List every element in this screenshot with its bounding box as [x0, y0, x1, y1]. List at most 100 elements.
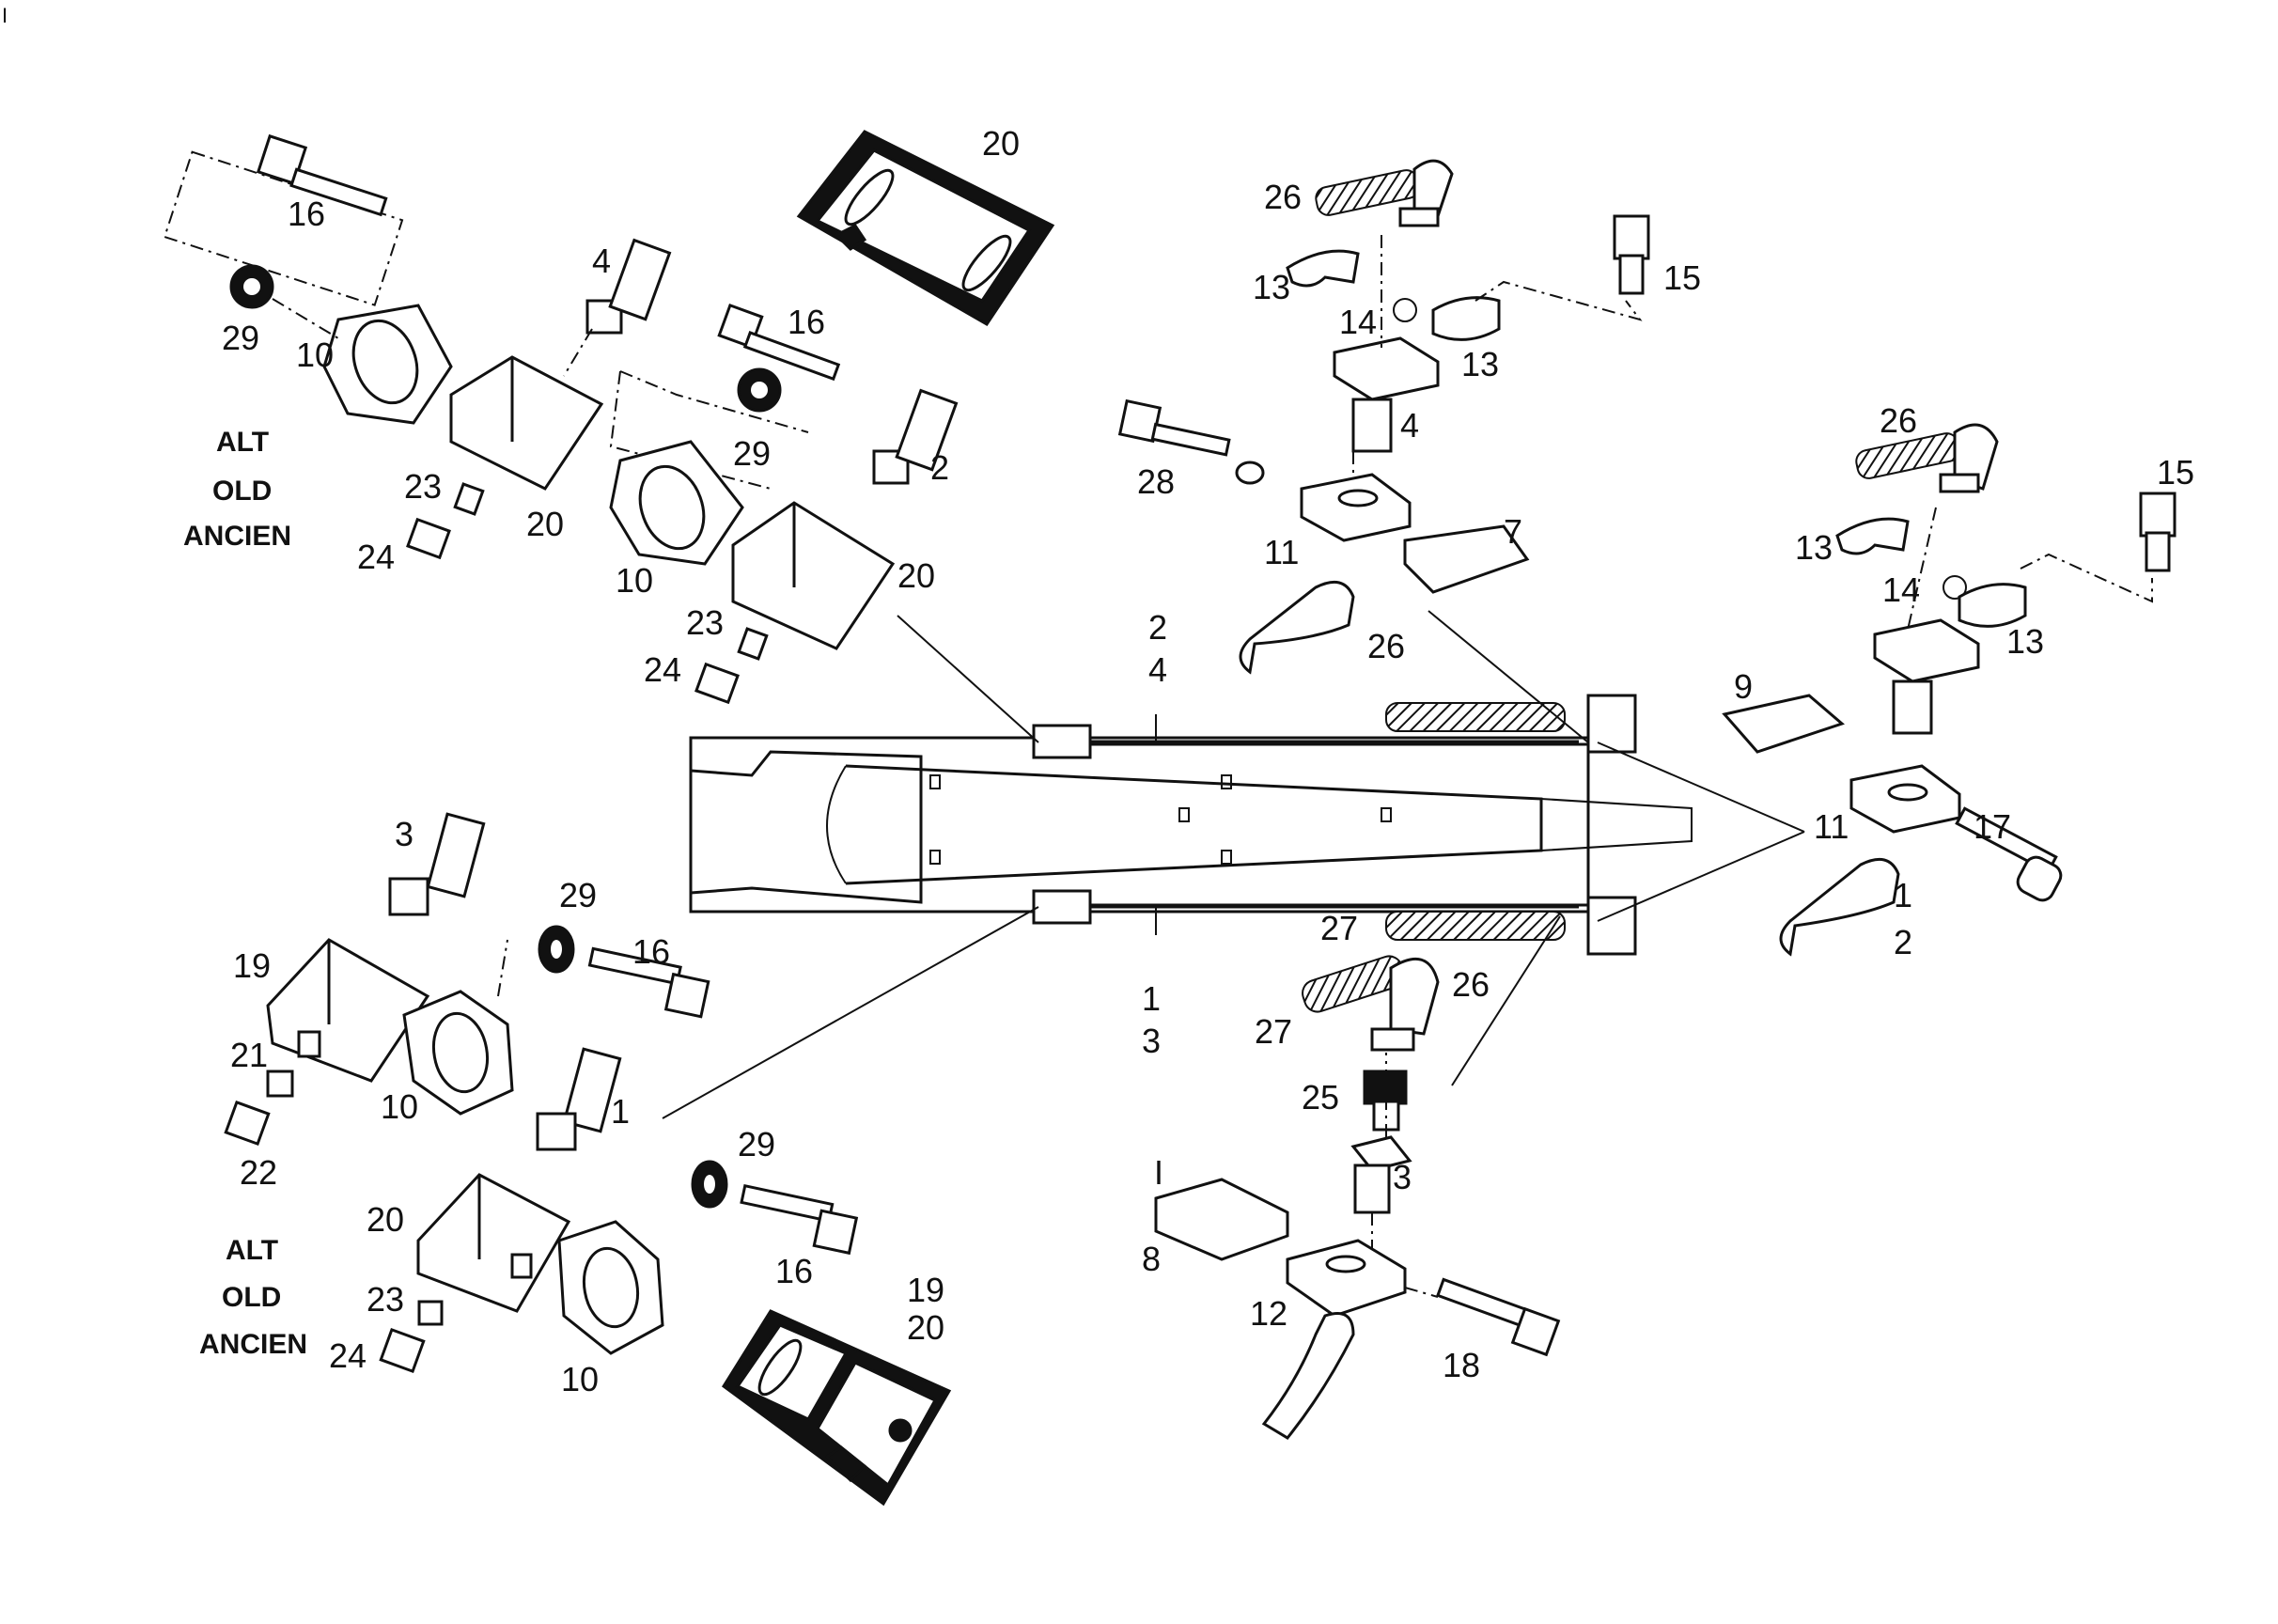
callout-23-mid: 23 [686, 603, 724, 642]
callout-13b-tr: 13 [1461, 345, 1499, 383]
note-old-1: OLD [212, 476, 272, 507]
callout-18: 18 [1443, 1346, 1480, 1384]
bolt-18 [1436, 1277, 1561, 1357]
callout-26-r: 26 [1880, 401, 1917, 440]
pad-9 [1722, 694, 1845, 754]
callout-frame-1: 1 [1142, 979, 1161, 1018]
callout-1-r: 1 [1894, 876, 1912, 914]
pad-8 [1154, 1178, 1289, 1261]
callout-29-bl: 29 [559, 876, 597, 914]
callout-23-tl: 23 [404, 467, 442, 506]
callout-9: 9 [1734, 667, 1753, 706]
callout-20-tl: 20 [526, 505, 564, 543]
callout-27a: 27 [1320, 909, 1358, 947]
callout-frame-26: 26 [1367, 627, 1405, 665]
callout-8: 8 [1142, 1240, 1161, 1278]
bolt-15-tr [1613, 214, 1650, 295]
bottom-right-group [1154, 955, 1561, 1440]
block-12 [1286, 1239, 1407, 1318]
callout-24-bl: 24 [329, 1336, 367, 1375]
callout-27b: 27 [1255, 1012, 1292, 1051]
bolt-17 [1955, 806, 2063, 902]
callout-3-br: 3 [1393, 1158, 1412, 1196]
fitting-4-tr [1333, 336, 1440, 401]
oring-14-r [1943, 575, 1967, 600]
callout-21-bl: 21 [230, 1036, 268, 1074]
fitting-r [1873, 618, 1980, 683]
callout-frame-3: 3 [1142, 1022, 1161, 1060]
block-20-tl [449, 355, 604, 491]
pad-7 [1403, 524, 1530, 594]
callout-20-mid: 20 [897, 556, 935, 595]
callout-15-r: 15 [2157, 453, 2194, 492]
leader-lines [662, 610, 1589, 1119]
bolt-28 [1117, 398, 1231, 457]
clamp-13b-tr [1431, 296, 1501, 341]
callout-20-top: 20 [982, 124, 1020, 163]
callout-26-br: 26 [1452, 965, 1490, 1004]
callout-frame-2: 2 [1148, 608, 1167, 647]
bolt-16-bl2 [740, 1184, 859, 1256]
block-20-top [796, 130, 1055, 327]
callout-3-bl: 3 [395, 815, 413, 853]
callout-13a-tr: 13 [1253, 268, 1290, 306]
callout-24-mid: 24 [644, 650, 681, 689]
top-left-group [163, 133, 672, 560]
callout-20-bl: 20 [367, 1200, 404, 1239]
note-alt-1: ALT [216, 427, 269, 458]
callout-I-br: I [1154, 1153, 1163, 1192]
callout-29-mid: 29 [733, 434, 771, 473]
callout-10-bl: 10 [381, 1087, 418, 1126]
callout-10-tl: 10 [296, 336, 334, 374]
callout-1-bl: 1 [611, 1092, 630, 1131]
gasket-10-bl [402, 990, 514, 1116]
callout-16-bl2: 16 [775, 1252, 813, 1290]
callout-2-r: 2 [1894, 923, 1912, 961]
clamp-13b-r [1958, 583, 2027, 628]
callout-16-bl: 16 [632, 932, 670, 971]
callout-17: 17 [1974, 807, 2011, 846]
corner-mark: I [2, 4, 8, 27]
frame-assembly [689, 694, 1805, 956]
callout-26-tr: 26 [1264, 178, 1302, 216]
bottom-left-group [224, 812, 710, 1147]
callout-4-tl: 4 [592, 242, 611, 280]
right-group [1722, 423, 2177, 957]
callout-frame-4: 4 [1148, 650, 1167, 689]
block-20-bl [416, 1173, 571, 1313]
callout-29-bl2: 29 [738, 1125, 775, 1163]
clamp-13a-tr [1286, 249, 1360, 288]
callout-22-bl: 22 [240, 1153, 277, 1192]
callout-25: 25 [1302, 1078, 1339, 1116]
block-19-20-bottom [721, 1309, 952, 1507]
note-ancien-1: ANCIEN [183, 521, 291, 552]
oring-14-tr [1393, 298, 1417, 322]
stud-3-bl [426, 812, 486, 898]
bolt-16-tl [256, 133, 388, 217]
block-20-mid [731, 501, 896, 650]
pipe-tr [1239, 580, 1355, 675]
gasket-10-mid [609, 440, 744, 566]
callout-19-bottom: 19 [907, 1271, 944, 1309]
block-11-tr [1300, 473, 1412, 542]
nut-3-br [1350, 1135, 1412, 1172]
clamp-13a-r [1835, 517, 1910, 555]
callout-24-tl: 24 [357, 538, 395, 576]
callout-15-tr: 15 [1663, 258, 1701, 297]
callout-16-tl: 16 [288, 195, 325, 233]
callout-23-bl: 23 [367, 1280, 404, 1319]
top-right-group [1117, 159, 1650, 675]
bolt-16-bl [587, 946, 710, 1019]
callout-10-mid: 10 [616, 561, 653, 600]
callout-19-bl: 19 [233, 946, 271, 985]
note-old-2: OLD [222, 1282, 281, 1313]
callout-11-r: 11 [1814, 807, 1849, 846]
note-ancien-2: ANCIEN [199, 1329, 307, 1360]
bolt-16-mid [717, 303, 841, 382]
block-19-bl [266, 938, 430, 1083]
callout-16-mid: 16 [788, 303, 825, 341]
callout-2-mid: 2 [930, 448, 949, 487]
callout-13a-r: 13 [1795, 528, 1833, 567]
callout-4-tr: 4 [1400, 406, 1419, 445]
